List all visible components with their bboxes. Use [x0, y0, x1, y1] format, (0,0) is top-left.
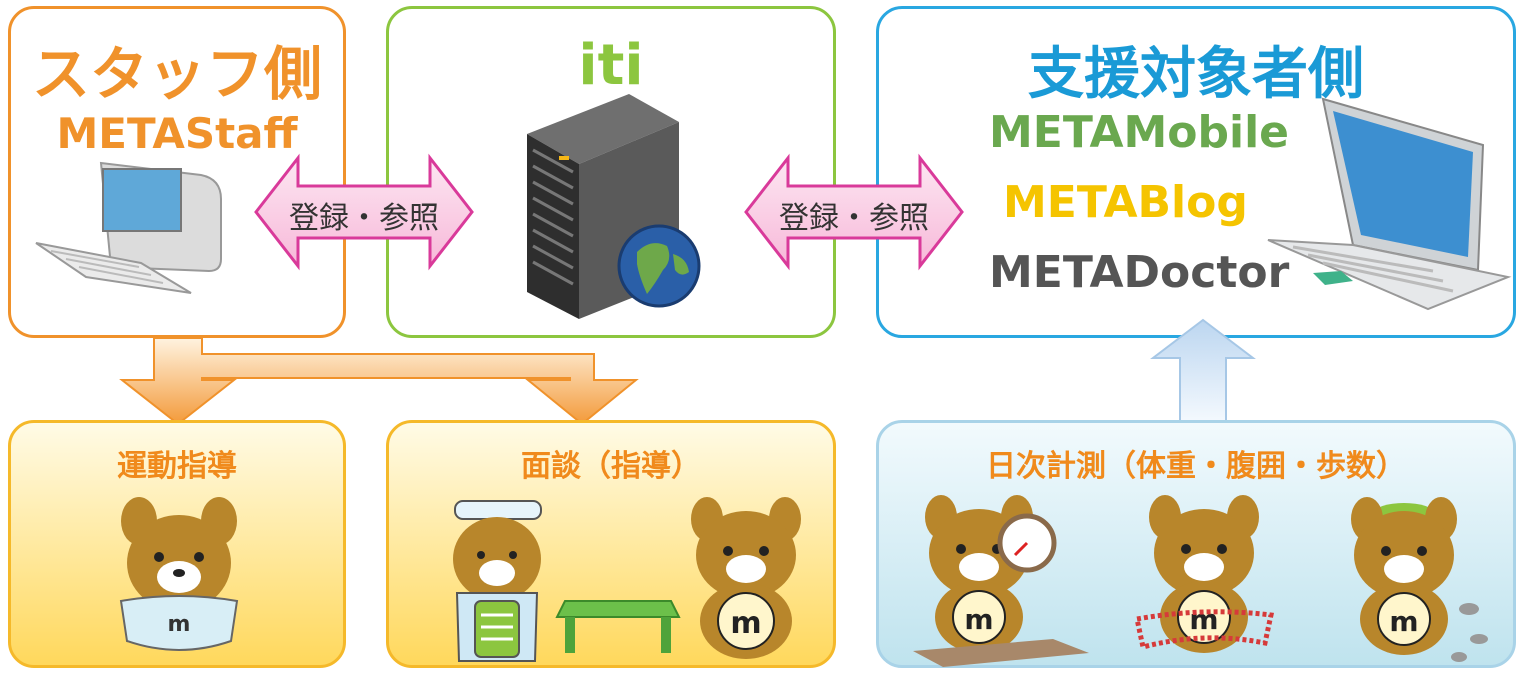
register-browse-arrow-left — [254, 153, 474, 271]
daily-measurement-panel: 日次計測（体重・腹囲・歩数） m m m — [876, 420, 1516, 668]
svg-text:m: m — [1189, 603, 1218, 636]
mascot-bear-icon: m — [913, 495, 1089, 667]
mascot-bear-icon: m — [691, 497, 801, 659]
server-rack-icon — [527, 94, 679, 319]
interview-guidance-panel: 面談（指導） m — [386, 420, 836, 668]
register-browse-label-left: 登録・参照 — [289, 201, 439, 236]
server-panel: iti — [386, 6, 836, 338]
svg-text:m: m — [730, 606, 761, 641]
staff-title: スタッフ側 — [31, 40, 322, 108]
table-icon — [555, 600, 681, 653]
interview-guidance-title: 面談（指導） — [521, 449, 701, 484]
exercise-guidance-panel: 運動指導 m — [8, 420, 346, 668]
measuring-tape-icon — [1134, 609, 1275, 651]
register-browse-arrow-right — [744, 153, 964, 271]
user-title: 支援対象者側 — [1028, 42, 1364, 107]
svg-text:m: m — [1389, 605, 1418, 638]
app-metadoctor: METADoctor — [989, 247, 1290, 298]
svg-text:m: m — [964, 603, 993, 636]
scale-icon — [997, 513, 1057, 573]
laptop-icon — [1267, 97, 1512, 311]
register-browse-label-right: 登録・参照 — [779, 201, 929, 236]
staff-app-name: METAStaff — [56, 109, 298, 158]
mascot-bear-icon: m — [119, 497, 239, 651]
staff-to-activities-arrows — [119, 337, 639, 426]
server-title: iti — [578, 33, 644, 98]
user-panel: 支援対象者側 METAMobile METABlog METADoctor — [876, 6, 1516, 338]
mascot-bear-icon — [453, 500, 542, 662]
globe-icon — [617, 224, 701, 308]
svg-text:m: m — [168, 612, 191, 637]
app-metamobile: METAMobile — [989, 107, 1290, 158]
exercise-guidance-title: 運動指導 — [117, 449, 237, 484]
app-metablog: METABlog — [1003, 177, 1248, 228]
daily-measurement-title: 日次計測（体重・腹囲・歩数） — [986, 449, 1406, 484]
mascot-bear-icon: m — [1134, 495, 1275, 653]
daily-to-user-arrow — [1150, 318, 1256, 423]
desktop-computer-icon — [35, 161, 222, 294]
mascot-bear-icon: m — [1351, 497, 1488, 662]
